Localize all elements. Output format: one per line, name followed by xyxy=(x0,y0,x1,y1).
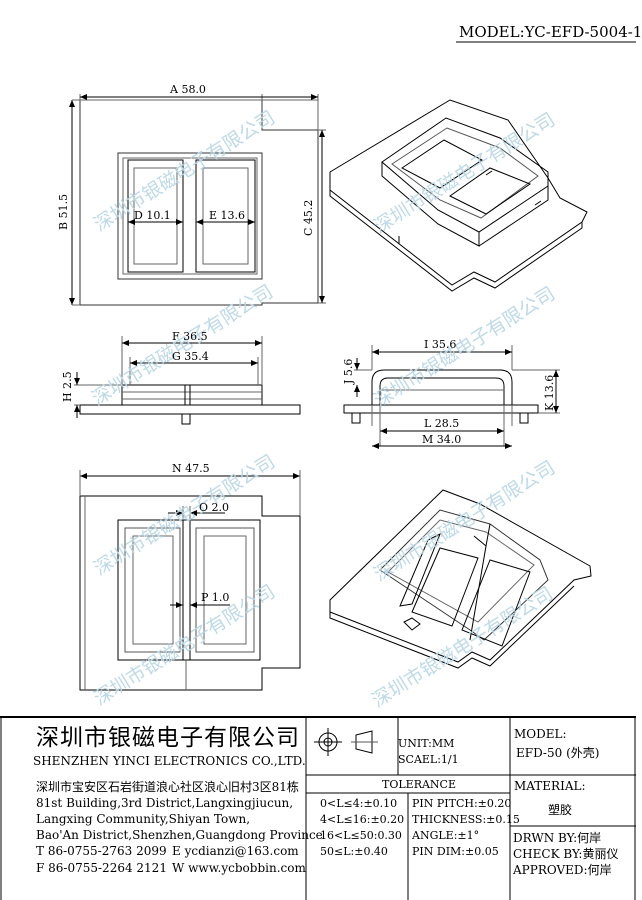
model-label: MODEL: xyxy=(514,727,567,741)
dim-label-g: G 35.4 xyxy=(172,350,209,363)
bottom-view xyxy=(79,470,301,691)
drawn-by: DRWN BY:何岸 xyxy=(513,831,602,845)
dim-label-l: L 28.5 xyxy=(424,417,460,430)
dim-label-d: D 10.1 xyxy=(134,209,171,222)
top-view-1 xyxy=(69,94,326,306)
dim-label-j: J 5.6 xyxy=(342,358,355,384)
material-label: MATERIAL: xyxy=(514,779,586,793)
email: E ycdianzi@163.com xyxy=(172,844,299,858)
tolerance-left-2: 16<L≤50:0.30 xyxy=(320,829,402,842)
tolerance-right-3: PIN DIM:±0.05 xyxy=(412,845,499,858)
tolerance-right-0: PIN PITCH:±0.20 xyxy=(412,797,512,810)
tolerance-left-3: 50≤L:±0.40 xyxy=(320,845,388,858)
dim-label-e: E 13.6 xyxy=(209,209,246,222)
dim-label-k: K 13.6 xyxy=(543,374,556,411)
phone: T 86-0755-2763 2099 xyxy=(36,844,167,858)
website: W www.ycbobbin.com xyxy=(172,861,306,875)
dim-label-m: M 34.0 xyxy=(422,433,462,446)
approved-by: APPROVED:何岸 xyxy=(513,863,612,877)
dim-label-c: C 45.2 xyxy=(302,199,315,236)
iso-view-2 xyxy=(329,489,592,669)
address-en-3: Bao'An District,Shenzhen,Guangdong Provi… xyxy=(36,828,323,842)
check-by: CHECK BY:黄丽仪 xyxy=(513,847,619,861)
tolerance-left-1: 4<L≤16:±0.20 xyxy=(320,813,405,826)
tolerance-title: TOLERANCE xyxy=(382,778,456,791)
front-view xyxy=(74,336,301,425)
dim-label-i: I 35.6 xyxy=(424,338,457,351)
model-value: EFD-50 (外壳) xyxy=(516,746,600,760)
dim-label-p: P 1.0 xyxy=(201,591,230,604)
scale: SCAEL:1/1 xyxy=(398,753,459,766)
title-block-frame xyxy=(0,716,636,900)
material-value: 塑胶 xyxy=(548,803,573,817)
dim-label-n: N 47.5 xyxy=(172,462,210,475)
fax: F 86-0755-2264 2121 xyxy=(36,861,167,875)
dim-label-f: F 36.5 xyxy=(172,330,208,343)
dim-label-h: H 2.5 xyxy=(61,371,74,402)
unit: UNIT:MM xyxy=(398,737,455,750)
address-en-2: Langxing Community,Shiyan Town, xyxy=(36,812,251,826)
dim-label-o: O 2.0 xyxy=(199,501,230,514)
side-view xyxy=(343,345,560,449)
model-header: MODEL:YC-EFD-5004-1 xyxy=(459,23,642,41)
dim-label-a: A 58.0 xyxy=(170,83,206,96)
company-name-en: SHENZHEN YINCI ELECTRONICS CO.,LTD. xyxy=(33,754,306,768)
dim-label-b: B 51.5 xyxy=(57,193,70,230)
address-en-1: 81st Building,3rd District,Langxingjiucu… xyxy=(36,796,294,810)
tolerance-right-1: THICKNESS:±0.15 xyxy=(412,813,520,826)
address-cn: 深圳市宝安区石岩街道浪心社区浪心旧村3区81栋 xyxy=(36,780,299,794)
tolerance-left-0: 0<L≤4:±0.10 xyxy=(320,797,398,810)
tolerance-right-2: ANGLE:±1° xyxy=(412,829,480,842)
company-name-cn: 深圳市银磁电子有限公司 xyxy=(36,725,300,751)
iso-view-1 xyxy=(329,99,588,292)
